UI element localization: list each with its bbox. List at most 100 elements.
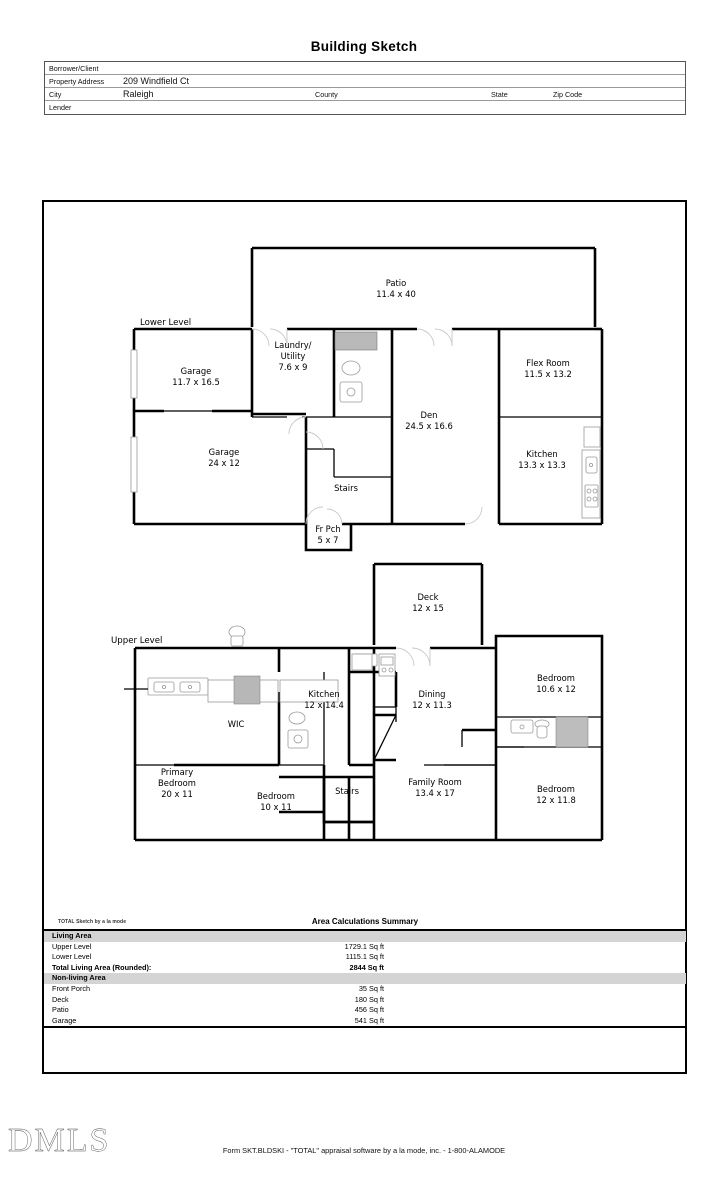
row-value-front-porch: 35 Sq ft <box>358 983 384 993</box>
garage-windows <box>130 349 138 493</box>
summary-row-lower-level: Lower Level 1115.1 Sq ft <box>44 952 686 963</box>
section-header-living-area: Living Area <box>52 931 92 940</box>
room-label-deck: Deck <box>417 592 438 602</box>
sketch-credit-text: TOTAL Sketch by a la mode <box>58 919 127 925</box>
header-row-lender: Lender <box>45 101 685 114</box>
room-label-garage-upper: Garage <box>181 366 212 376</box>
upper-kitchen-fixtures <box>349 653 496 747</box>
lower-kitchen-fixtures <box>581 426 601 519</box>
room-label-kitchen-lower: Kitchen <box>526 449 557 459</box>
row-label-patio: Patio <box>52 1005 69 1015</box>
row-label-garage: Garage <box>52 1015 77 1025</box>
row-value-patio: 456 Sq ft <box>354 1005 384 1015</box>
room-dims-bedroom-ne: 10.6 x 12 <box>536 684 576 694</box>
building-sketch-frame: Patio 11.4 x 40 Lower Level <box>42 200 687 1074</box>
room-dims-laundry: 7.6 x 9 <box>279 362 308 372</box>
label-state: State <box>491 90 508 99</box>
room-label-den: Den <box>421 410 438 420</box>
row-value-garage: 541 Sq ft <box>354 1015 384 1025</box>
summary-row-total-living-area: Total Living Area (Rounded): 2844 Sq ft <box>44 963 686 974</box>
summary-section-non-living-area: Non-living Area <box>44 973 686 984</box>
summary-table: Living Area Upper Level 1729.1 Sq ft Low… <box>44 929 686 1029</box>
room-deck: Deck 12 x 15 <box>372 562 484 645</box>
summary-row-front-porch: Front Porch 35 Sq ft <box>44 984 686 995</box>
label-county: County <box>315 90 338 99</box>
property-header-table: Borrower/Client Property Address 209 Win… <box>44 61 686 115</box>
upper-level-interior-walls <box>135 648 602 840</box>
room-label-wic: WIC <box>228 719 245 729</box>
summary-title-text: Area Calculations Summary <box>311 917 419 926</box>
row-value-upper-level: 1729.1 Sq ft <box>344 941 384 951</box>
label-city: City <box>49 90 62 99</box>
row-label-upper-level: Upper Level <box>52 941 92 951</box>
form-footer-text: Form SKT.BLDSKI - "TOTAL" appraisal soft… <box>222 1146 506 1155</box>
upper-level-doors <box>395 647 431 667</box>
room-dims-primary-bedroom: 20 x 11 <box>161 789 193 799</box>
upper-right-bath-fixtures <box>496 716 589 748</box>
room-dims-kitchen-upper: 12 x 14.4 <box>304 700 344 710</box>
floorplan-drawing: Patio 11.4 x 40 Lower Level <box>111 246 604 842</box>
summary-section-living-area: Living Area <box>44 931 686 942</box>
room-dims-den: 24.5 x 16.6 <box>405 421 453 431</box>
label-zip-code: Zip Code <box>553 90 583 99</box>
room-label-laundry-line2: Utility <box>281 351 306 361</box>
room-patio: Patio 11.4 x 40 <box>250 246 597 327</box>
room-label-stairs-lower: Stairs <box>334 483 358 493</box>
upper-level-outline <box>133 634 604 842</box>
header-row-city: City Raleigh County State Zip Code <box>45 88 685 101</box>
lower-level-label: Lower Level <box>140 318 191 328</box>
room-dims-garage-upper: 11.7 x 16.5 <box>172 377 220 387</box>
room-dims-front-porch: 5 x 7 <box>318 535 339 545</box>
room-stairs-lower: Stairs <box>305 452 358 524</box>
label-property-address: Property Address <box>49 77 105 86</box>
room-label-dining: Dining <box>418 689 445 699</box>
room-front-porch: Fr Pch 5 x 7 <box>304 506 353 552</box>
room-dims-garage-lower: 24 x 12 <box>208 458 240 468</box>
label-lender: Lender <box>49 103 72 112</box>
room-label-front-porch: Fr Pch <box>315 524 340 534</box>
summary-title-bar: TOTAL Sketch by a la mode Area Calculati… <box>44 915 686 929</box>
room-label-garage-lower: Garage <box>209 447 240 457</box>
summary-row-upper-level: Upper Level 1729.1 Sq ft <box>44 942 686 953</box>
room-label-bedroom-se: Bedroom <box>537 784 575 794</box>
room-dims-dining: 12 x 11.3 <box>412 700 452 710</box>
closet-diagonal <box>373 713 397 762</box>
row-label-lower-level: Lower Level <box>52 952 92 962</box>
row-value-deck: 180 Sq ft <box>354 994 384 1004</box>
room-label-bedroom-sw: Bedroom <box>257 791 295 801</box>
row-label-deck: Deck <box>52 994 69 1004</box>
room-stairs-upper: Stairs <box>322 777 374 824</box>
room-dims-deck: 12 x 15 <box>412 603 444 613</box>
lower-level-doors <box>251 328 483 525</box>
room-label-kitchen-upper: Kitchen <box>308 689 339 699</box>
value-city[interactable]: Raleigh <box>123 89 154 99</box>
area-calculations-summary: TOTAL Sketch by a la mode Area Calculati… <box>44 915 686 1029</box>
room-label-bedroom-ne: Bedroom <box>537 673 575 683</box>
room-dims-kitchen-lower: 13.3 x 13.3 <box>518 460 566 470</box>
laundry-bath-fixtures <box>334 331 378 403</box>
row-label-front-porch: Front Porch <box>52 983 91 993</box>
room-dims-flex-room: 11.5 x 13.2 <box>524 369 572 379</box>
room-label-laundry-line1: Laundry/ <box>275 340 312 350</box>
room-dims-bedroom-se: 12 x 11.8 <box>536 795 576 805</box>
row-value-total-living-area: 2844 Sq ft <box>349 962 384 972</box>
row-value-lower-level: 1115.1 Sq ft <box>345 952 384 962</box>
header-row-property-address: Property Address 209 Windfield Ct <box>45 75 685 88</box>
upper-level-label: Upper Level <box>111 636 162 646</box>
room-dims-family-room: 13.4 x 17 <box>415 788 455 798</box>
value-property-address[interactable]: 209 Windfield Ct <box>123 76 190 86</box>
room-label-primary-line1: Primary <box>161 767 193 777</box>
row-label-total-living-area: Total Living Area (Rounded): <box>52 962 152 972</box>
label-borrower-client: Borrower/Client <box>49 64 99 73</box>
dmls-watermark-logo: DMLS <box>8 1122 111 1159</box>
room-label-primary-line2: Bedroom <box>158 778 196 788</box>
room-label-stairs-upper: Stairs <box>335 786 359 796</box>
summary-row-deck: Deck 180 Sq ft <box>44 995 686 1006</box>
room-dims-patio: 11.4 x 40 <box>376 289 416 299</box>
summary-row-garage: Garage 541 Sq ft <box>44 1016 686 1027</box>
page-title: Building Sketch <box>310 39 418 54</box>
section-header-non-living-area: Non-living Area <box>52 973 106 983</box>
header-row-borrower: Borrower/Client <box>45 62 685 75</box>
room-label-flex-room: Flex Room <box>526 358 570 368</box>
